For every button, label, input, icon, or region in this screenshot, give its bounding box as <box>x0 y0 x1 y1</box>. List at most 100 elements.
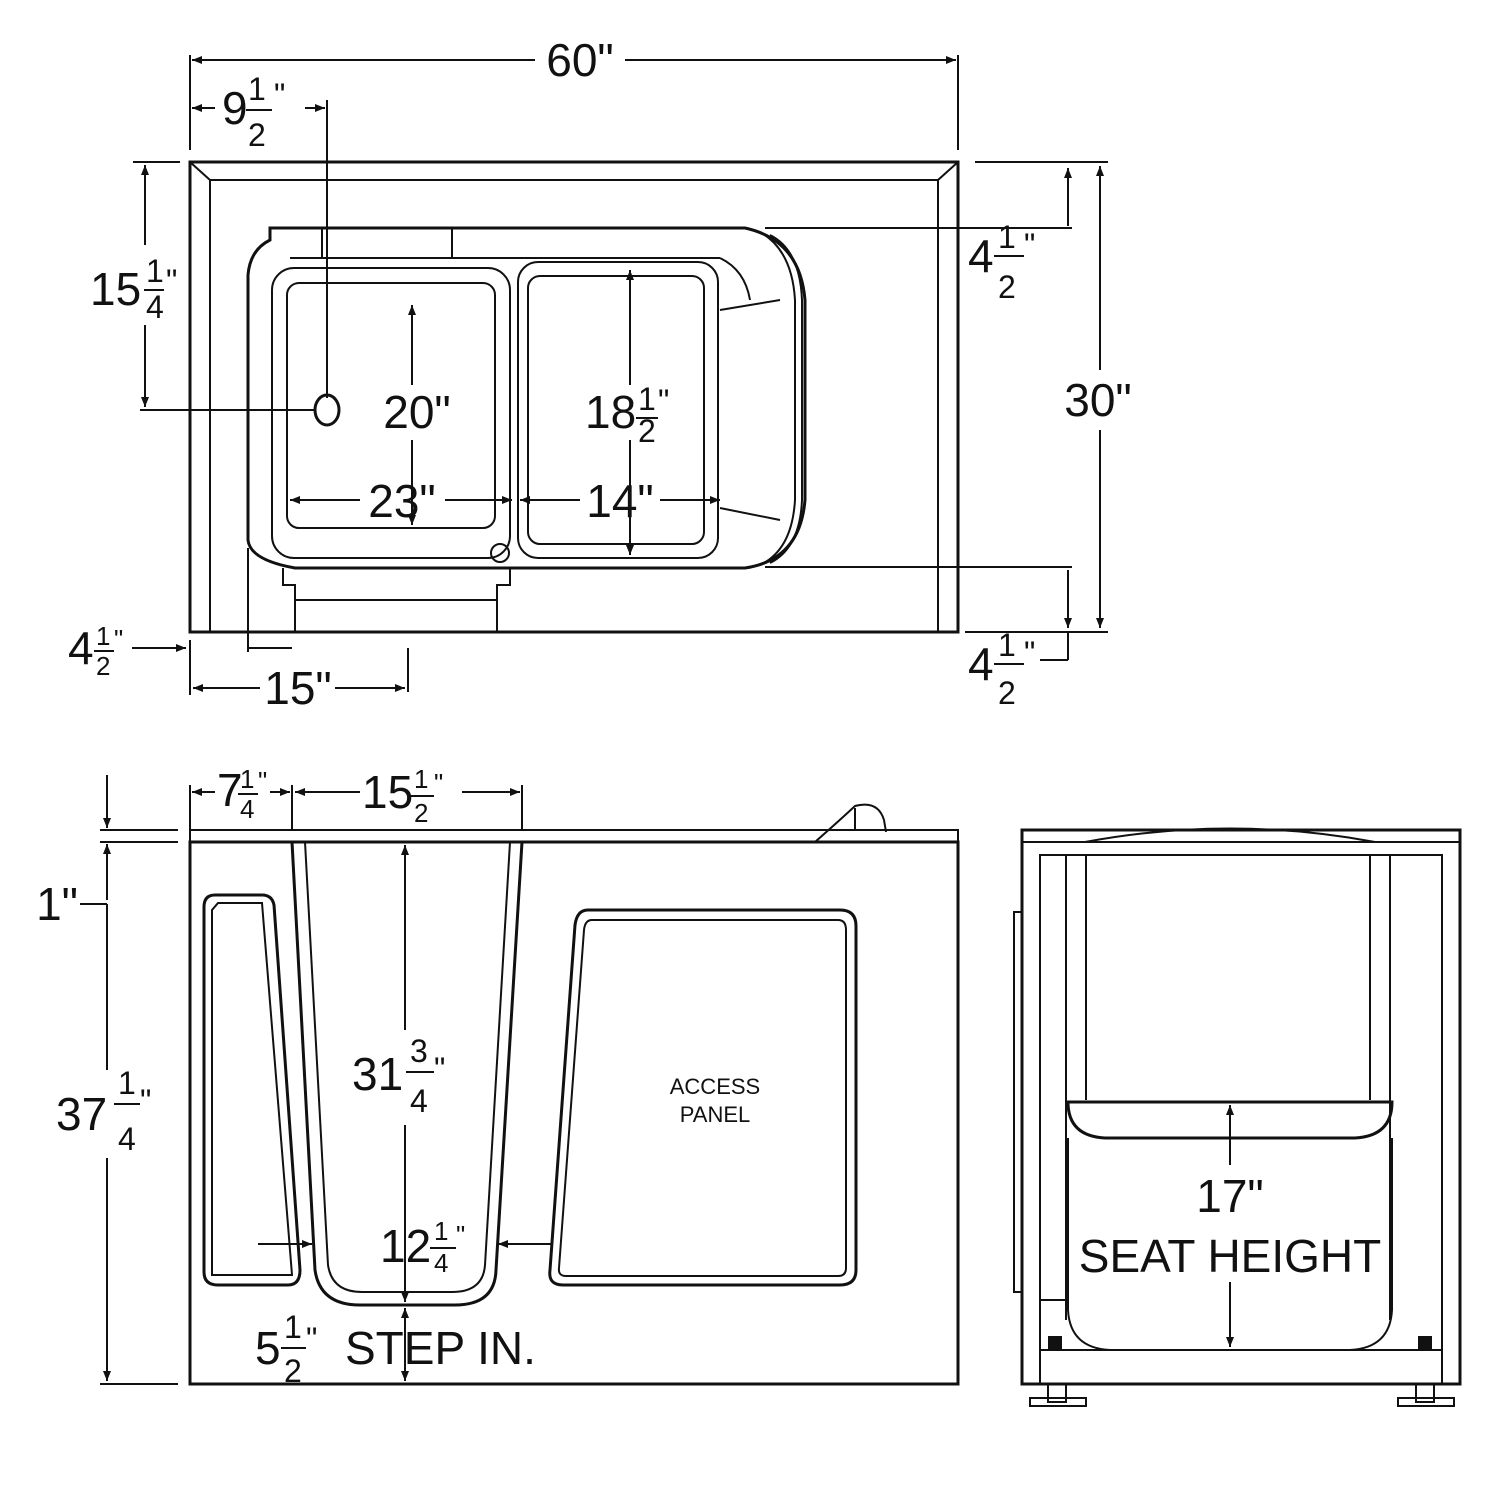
access-panel-label: ACCESS <box>670 1074 760 1099</box>
foot-well-inner <box>527 275 705 545</box>
svg-text:1: 1 <box>146 253 164 289</box>
access-panel-label-2: PANEL <box>680 1102 751 1127</box>
svg-text:4: 4 <box>146 289 164 325</box>
svg-text:5: 5 <box>255 1322 281 1374</box>
drain-from-back-label: 15 1 4 " <box>90 253 177 325</box>
svg-text:9: 9 <box>222 82 248 134</box>
svg-text:1: 1 <box>118 1065 136 1101</box>
back-ledge <box>321 227 453 259</box>
leveling-foot-icon <box>1029 1383 1087 1407</box>
tub-basin-outline <box>246 226 807 570</box>
svg-text:": " <box>1024 227 1035 263</box>
svg-text:2: 2 <box>998 269 1016 305</box>
svg-text:1: 1 <box>638 381 656 417</box>
side-door-edge <box>1013 911 1023 1293</box>
svg-text:1: 1 <box>434 1216 448 1246</box>
door-opening <box>290 841 524 1307</box>
side-view-outline <box>1020 828 1462 1386</box>
seat-well <box>271 267 511 559</box>
svg-text:2: 2 <box>284 1353 302 1389</box>
svg-text:": " <box>114 624 123 654</box>
svg-text:7: 7 <box>217 764 243 816</box>
seat-height-label: SEAT HEIGHT <box>1079 1230 1381 1282</box>
front-view-rim <box>189 829 959 843</box>
svg-text:4: 4 <box>968 230 994 282</box>
svg-text:15: 15 <box>90 263 141 315</box>
svg-text:4: 4 <box>434 1248 448 1278</box>
svg-text:": " <box>140 1083 151 1119</box>
seat-height-value: 17" <box>1196 1170 1264 1222</box>
svg-text:37: 37 <box>56 1088 107 1140</box>
rim-offset-label: 7 1 4 " <box>217 764 267 824</box>
svg-text:4: 4 <box>118 1121 136 1157</box>
foot-width-label: 14" <box>586 475 654 527</box>
seat-well-inner <box>286 282 496 529</box>
svg-text:3: 3 <box>410 1033 428 1069</box>
overall-length-label: 60" <box>546 34 614 86</box>
drain-offset-label: 9 1 2 " <box>222 71 285 153</box>
svg-text:15: 15 <box>362 766 413 818</box>
foot-depth-label: 18 1 2 " <box>585 381 669 449</box>
door-width-bottom-label: 12 1 4 " <box>380 1216 465 1278</box>
svg-text:18: 18 <box>585 386 636 438</box>
svg-text:": " <box>306 1321 317 1357</box>
front-view: ACCESS PANEL 7 1 4 " 15 1 2 " 1" <box>36 764 960 1389</box>
back-margin-label: 4 1 2 " <box>968 219 1035 305</box>
door-offset-label: 15" <box>264 662 332 714</box>
svg-text:1: 1 <box>998 219 1016 255</box>
top-view: 60" 9 1 2 " 15 1 4 " 20" 23" <box>68 34 1132 714</box>
side-view: 17" SEAT HEIGHT <box>1013 827 1462 1407</box>
svg-text:": " <box>434 768 443 798</box>
svg-text:1: 1 <box>414 764 428 794</box>
overall-height-label: 37 1 4 " <box>56 1065 151 1157</box>
svg-text:2: 2 <box>96 651 110 681</box>
svg-text:1: 1 <box>284 1309 302 1345</box>
svg-text:4: 4 <box>410 1083 428 1119</box>
svg-text:2: 2 <box>638 413 656 449</box>
front-margin-label: 4 1 2 " <box>968 627 1035 711</box>
svg-text:1: 1 <box>998 627 1016 663</box>
svg-text:": " <box>434 1051 445 1087</box>
svg-text:2: 2 <box>998 675 1016 711</box>
seat <box>1066 1100 1394 1140</box>
top-view-rim-inner <box>209 179 939 633</box>
leveling-foot-icon <box>1048 1336 1062 1350</box>
left-margin-label: 4 1 2 " <box>68 621 123 681</box>
svg-text:": " <box>258 766 267 796</box>
svg-text:": " <box>658 383 669 419</box>
svg-text:1: 1 <box>248 71 266 107</box>
svg-text:": " <box>1024 635 1035 671</box>
svg-text:2: 2 <box>414 798 428 828</box>
leveling-foot-icon <box>1418 1336 1432 1350</box>
svg-text:1: 1 <box>240 764 254 794</box>
side-view-inner <box>1039 854 1443 1385</box>
foot-well <box>517 261 719 559</box>
overall-width-label: 30" <box>1064 374 1132 426</box>
top-view-outline <box>188 160 960 634</box>
access-panel <box>548 908 858 1287</box>
svg-text:31: 31 <box>352 1048 403 1100</box>
seat-width-label: 23" <box>368 475 436 527</box>
svg-text:STEP IN.: STEP IN. <box>345 1322 536 1374</box>
svg-text:": " <box>456 1220 465 1250</box>
door-width-top-label: 15 1 2 " <box>362 764 443 828</box>
svg-text:4: 4 <box>968 638 994 690</box>
faucet-icon <box>490 543 510 563</box>
svg-text:": " <box>166 263 177 299</box>
svg-text:1: 1 <box>96 621 110 651</box>
door-height-label: 31 3 4 " <box>352 1033 445 1119</box>
step-in-label: 5 1 2 " STEP IN. <box>255 1309 536 1389</box>
faucet-icon <box>814 803 887 843</box>
svg-text:2: 2 <box>248 117 266 153</box>
drain-icon <box>313 393 341 427</box>
svg-text:": " <box>274 77 285 113</box>
svg-text:4: 4 <box>68 622 94 674</box>
rim-thickness-label: 1" <box>36 878 78 930</box>
door-step <box>282 568 511 632</box>
leveling-foot-icon <box>1397 1383 1455 1407</box>
front-left-panel <box>202 893 302 1287</box>
seat-depth-label: 20" <box>383 386 451 438</box>
svg-text:12: 12 <box>380 1220 431 1272</box>
svg-text:4: 4 <box>240 794 254 824</box>
